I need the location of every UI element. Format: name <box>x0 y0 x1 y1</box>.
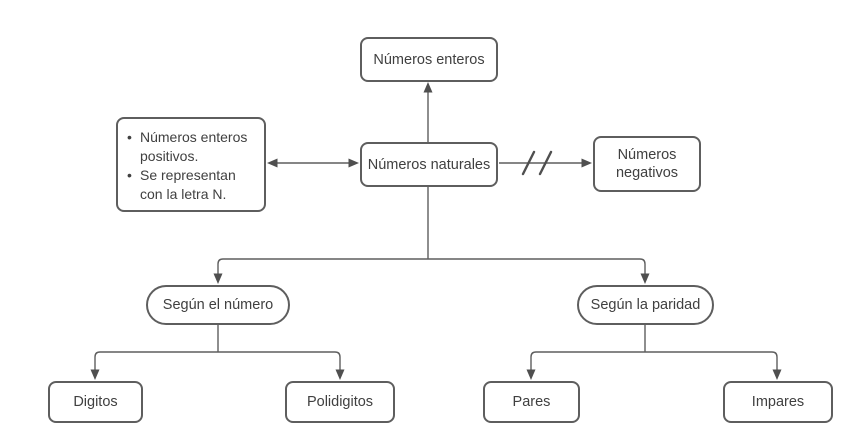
node-label: Según el número <box>162 297 274 313</box>
edge-naturales-to-negativos <box>499 150 592 176</box>
note-text: Números enteros positivos. <box>140 129 248 164</box>
edge-segun-paridad-children <box>526 325 782 380</box>
node-label: Números naturales <box>367 156 491 173</box>
note-text: Se representan con la letra N. <box>140 167 236 202</box>
node-digitos: Digitos <box>48 381 143 423</box>
node-label: Impares <box>751 394 805 410</box>
node-numeros-naturales: Números naturales <box>360 142 498 187</box>
node-segun-la-paridad: Según la paridad <box>577 285 714 325</box>
node-label: Según la paridad <box>590 297 701 313</box>
note-bullet-item: • Números enteros positivos. <box>127 128 258 166</box>
node-pares: Pares <box>483 381 580 423</box>
node-label: Números enteros <box>373 51 485 68</box>
negation-slashes-icon <box>521 150 553 176</box>
node-segun-el-numero: Según el número <box>146 285 290 325</box>
bullet-icon: • <box>127 129 132 145</box>
node-label: Digitos <box>73 394 118 410</box>
node-label: Números negativos <box>615 147 679 181</box>
edge-note-naturales-double-arrow <box>267 158 359 168</box>
edge-naturales-to-categories <box>213 187 650 284</box>
node-note-naturales: • Números enteros positivos. • Se repres… <box>116 117 266 212</box>
edge-segun-numero-children <box>90 325 345 380</box>
note-bullet-item: • Se representan con la letra N. <box>127 166 258 204</box>
node-label: Polidigitos <box>306 394 374 410</box>
node-impares: Impares <box>723 381 833 423</box>
note-list: • Números enteros positivos. • Se repres… <box>127 128 258 204</box>
node-numeros-negativos: Números negativos <box>593 136 701 192</box>
node-numeros-enteros: Números enteros <box>360 37 498 82</box>
edge-naturales-to-enteros <box>423 82 433 142</box>
node-polidigitos: Polidigitos <box>285 381 395 423</box>
node-label: Pares <box>512 394 551 410</box>
bullet-icon: • <box>127 167 132 183</box>
